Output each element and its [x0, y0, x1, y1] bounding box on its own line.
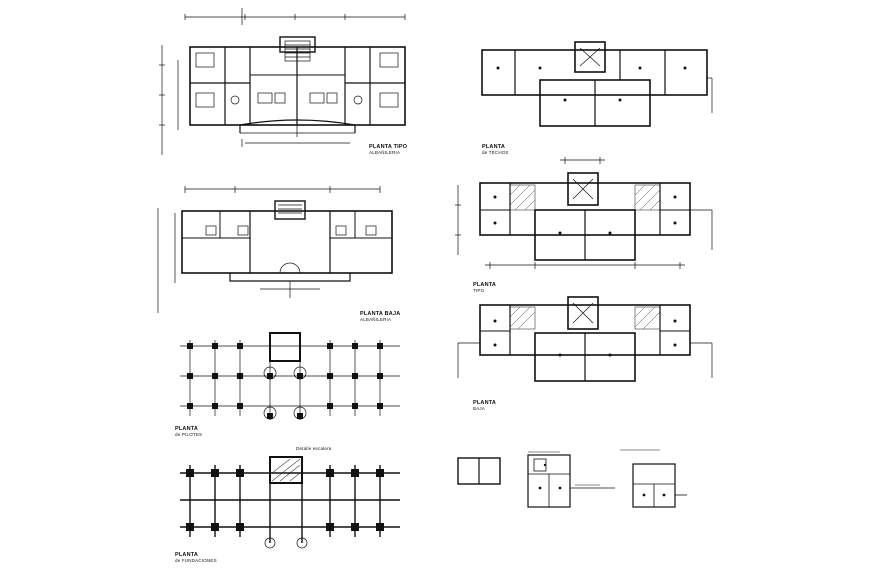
drawing-subtitle: ALBAÑILERIA: [369, 149, 401, 155]
plan-techos: [470, 38, 720, 138]
label-detalle: Detalle escalera: [296, 446, 332, 452]
drawing-subtitle: de FUNDACIONES: [175, 557, 217, 563]
label-alba-baja: PLANTA BAJA ALBAÑILERIA: [360, 311, 401, 322]
drawing-title: PLANTA BAJA: [360, 311, 401, 317]
plan-fundaciones: [170, 445, 410, 550]
drawing-title: PLANTA TIPO: [369, 144, 408, 150]
drawing-title: PLANTA: [175, 552, 199, 558]
plan-alba-baja: [150, 183, 410, 318]
label-tipo: PLANTA TIPO: [473, 282, 497, 293]
plan-pilotes: [170, 328, 410, 428]
label-techos: PLANTA de TECHOS: [482, 144, 509, 155]
plan-baja: [450, 293, 720, 393]
drawing-title: PLANTA: [473, 400, 497, 406]
label-alba-tipo: PLANTA TIPO ALBAÑILERIA: [369, 144, 408, 155]
drawing-title: PLANTA: [175, 426, 199, 432]
label-baja: PLANTA BAJA: [473, 400, 497, 411]
drawing-subtitle: TIPO: [473, 287, 485, 293]
drawing-subtitle: BAJA: [473, 405, 486, 411]
drawing-title: PLANTA: [473, 282, 497, 288]
drawing-title: PLANTA: [482, 144, 506, 150]
label-pilotes: PLANTA de PILOTES: [175, 426, 203, 437]
drawing-subtitle: de PILOTES: [175, 431, 203, 437]
drawing-subtitle: de TECHOS: [482, 149, 509, 155]
detail-symbols: [450, 440, 700, 520]
plan-tipo: [450, 155, 720, 280]
drawing-subtitle: ALBAÑILERIA: [360, 316, 392, 322]
detail-note: Detalle escalera: [296, 446, 332, 451]
label-fundaciones: PLANTA de FUNDACIONES: [175, 552, 217, 563]
plan-alba-tipo: [150, 5, 440, 165]
